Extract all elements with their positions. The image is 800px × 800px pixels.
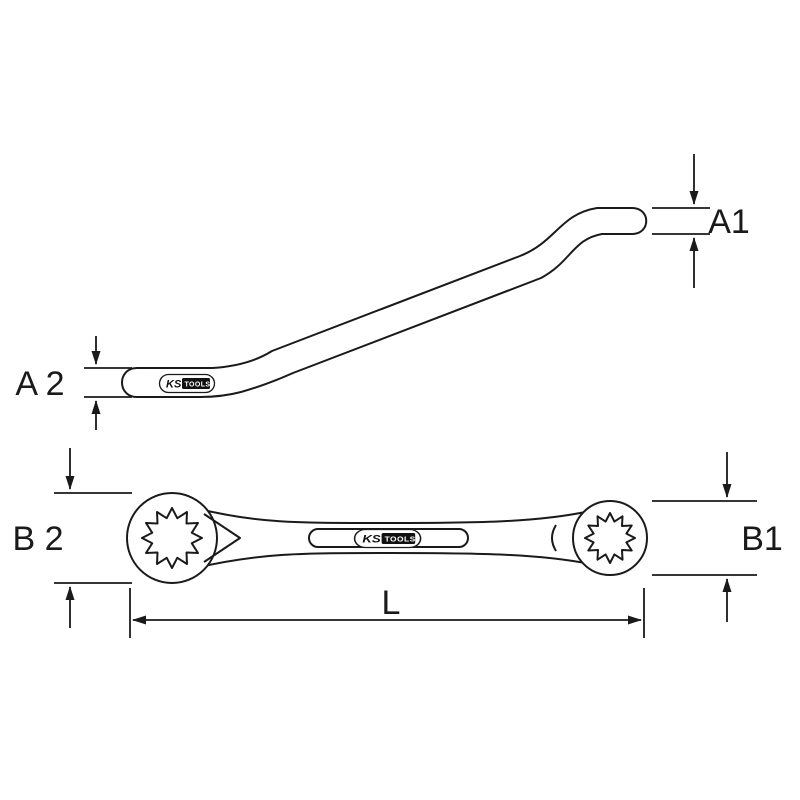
dim-length: L [129,584,645,638]
top-view: KS TOOLS B 2 B1 L [12,448,783,638]
dim-b2: B 2 [12,448,132,628]
dim-a1: A1 [652,154,750,288]
dim-b1-label: B1 [741,520,783,558]
dim-a2-label: A 2 [15,365,64,403]
dim-a1-label: A1 [708,203,750,241]
dim-b1: B1 [652,452,783,622]
brand-logo-top: KS TOOLS [353,528,422,549]
shank-top-edge [194,507,591,525]
wrench-side-outline [121,207,648,398]
logo-tools-box [381,533,416,544]
logo-tools-text: TOOLS [385,535,416,543]
dim-length-label: L [382,584,401,622]
left-ring-star [141,507,203,569]
dim-a2: A 2 [15,336,132,430]
shank-bottom-edge [194,552,591,569]
right-ring-chamfer-arc [551,524,557,552]
dim-b2-label: B 2 [12,520,63,558]
left-ring-outer [126,492,218,584]
logo-tools-box [182,378,210,389]
logo-tools-text: TOOLS [185,382,211,389]
logo-ks-text: KS [166,379,182,391]
side-view: KS TOOLS A1 A 2 [15,154,750,430]
brand-logo-side: KS TOOLS [158,373,216,394]
left-ring-taper-lines [203,513,241,563]
right-ring-outer [572,500,648,576]
logo-ks-text: KS [362,533,380,546]
right-ring-star [584,512,636,564]
